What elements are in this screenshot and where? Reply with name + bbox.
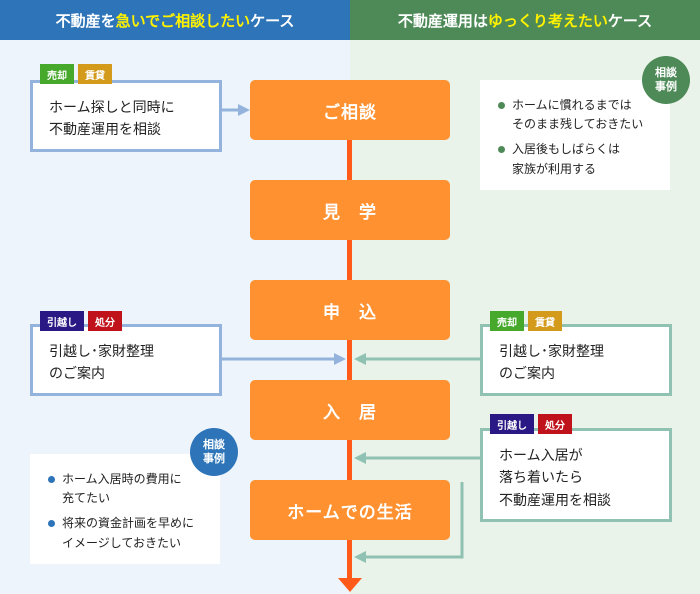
note-left-item: ホーム入居時の費用に充てたい bbox=[46, 470, 204, 508]
step-consult: ご相談 bbox=[250, 80, 450, 140]
box-mid-left-line-2: のご案内 bbox=[49, 366, 105, 383]
connector-low-right-lower bbox=[364, 482, 464, 559]
tag-rent: 賃貸 bbox=[528, 311, 562, 331]
badge-left-line-1: 相談 bbox=[203, 437, 225, 451]
note-right-item: ホームに慣れるまではそのまま残しておきたい bbox=[496, 96, 654, 134]
box-low-right: ホーム入居が 落ち着いたら 不動産運用を相談 bbox=[480, 428, 672, 522]
box-low-right-tags: 引越し 処分 bbox=[490, 414, 572, 434]
connector-top-left-arrowhead bbox=[238, 104, 250, 116]
step-move-in: 入 居 bbox=[250, 380, 450, 440]
header-left-pre: 不動産を bbox=[55, 11, 116, 30]
badge-left-line-2: 事例 bbox=[203, 452, 225, 465]
connector-mid-left-arrowhead bbox=[334, 353, 346, 365]
box-mid-left-line-1: 引越し･家財整理 bbox=[49, 344, 154, 360]
tag-rent: 賃貸 bbox=[78, 64, 112, 84]
header-right-post: ケース bbox=[607, 11, 653, 30]
step-visit: 見 学 bbox=[250, 180, 450, 240]
note-right-item-2-line-2: 家族が利用する bbox=[512, 161, 597, 176]
header-right-highlight: ゆっくり考えたい bbox=[487, 11, 608, 30]
header-right-pre: 不動産運用は bbox=[397, 11, 488, 30]
tag-disposal: 処分 bbox=[538, 414, 572, 434]
tag-moving: 引越し bbox=[490, 414, 534, 434]
note-right-item-2-line-1: 入居後もしばらくは bbox=[512, 142, 621, 157]
connector-low-right-lower-arrowhead bbox=[354, 551, 366, 563]
note-left-item-1-line-1: ホーム入居時の費用に bbox=[62, 472, 182, 486]
header-left: 不動産を急いでご相談したいケース bbox=[0, 0, 350, 40]
tag-disposal: 処分 bbox=[88, 311, 122, 331]
note-left-item-2-line-1: 将来の資金計画を早めに bbox=[62, 516, 195, 531]
box-top-left-line-1: ホーム探しと同時に bbox=[49, 100, 175, 116]
timeline-arrowhead bbox=[338, 578, 362, 592]
box-mid-right-line-1: 引越し･家財整理 bbox=[499, 344, 604, 360]
badge-right-line-2: 事例 bbox=[655, 80, 677, 93]
header-right: 不動産運用はゆっくり考えたいケース bbox=[350, 0, 700, 40]
header-left-highlight: 急いでご相談したい bbox=[115, 11, 251, 30]
box-low-right-line-2: 落ち着いたら bbox=[499, 470, 583, 487]
connector-mid-right-arrowhead bbox=[354, 353, 366, 365]
box-mid-right: 引越し･家財整理 のご案内 bbox=[480, 324, 672, 396]
box-top-left-tags: 売却 賃貸 bbox=[40, 64, 112, 84]
note-left-item-2-line-2: イメージしておきたい bbox=[62, 535, 182, 550]
note-right-item: 入居後もしばらくは家族が利用する bbox=[496, 140, 654, 178]
tag-sale: 売却 bbox=[40, 64, 74, 84]
note-left-item: 将来の資金計画を早めにイメージしておきたい bbox=[46, 514, 204, 552]
box-top-left: ホーム探しと同時に 不動産運用を相談 bbox=[30, 80, 222, 152]
box-mid-right-tags: 売却 賃貸 bbox=[490, 311, 562, 331]
box-low-right-line-1: ホーム入居が bbox=[499, 448, 583, 464]
note-right-item-1-line-2: そのまま残しておきたい bbox=[512, 117, 644, 132]
badge-right-line-1: 相談 bbox=[655, 65, 677, 79]
tag-moving: 引越し bbox=[40, 311, 84, 331]
box-top-left-line-2: 不動産運用を相談 bbox=[49, 122, 161, 139]
box-low-right-line-3: 不動産運用を相談 bbox=[499, 492, 611, 509]
note-left-item-1-line-2: 充てたい bbox=[62, 491, 111, 506]
step-apply: 申 込 bbox=[250, 280, 450, 340]
box-mid-left-tags: 引越し 処分 bbox=[40, 311, 122, 331]
note-left: ホーム入居時の費用に充てたい 将来の資金計画を早めにイメージしておきたい bbox=[30, 454, 220, 564]
note-right: ホームに慣れるまではそのまま残しておきたい 入居後もしばらくは家族が利用する bbox=[480, 80, 670, 190]
connector-low-right-upper-arrowhead bbox=[354, 452, 366, 464]
badge-case-right: 相談事例 bbox=[642, 56, 690, 104]
header-left-post: ケース bbox=[250, 11, 295, 30]
box-mid-left: 引越し･家財整理 のご案内 bbox=[30, 324, 222, 396]
note-right-item-1-line-1: ホームに慣れるまでは bbox=[512, 98, 632, 112]
box-mid-right-line-2: のご案内 bbox=[499, 366, 555, 383]
timeline-line bbox=[347, 138, 352, 582]
badge-case-left: 相談事例 bbox=[190, 428, 238, 476]
tag-sale: 売却 bbox=[490, 311, 524, 331]
step-home-life: ホームでの生活 bbox=[250, 480, 450, 540]
